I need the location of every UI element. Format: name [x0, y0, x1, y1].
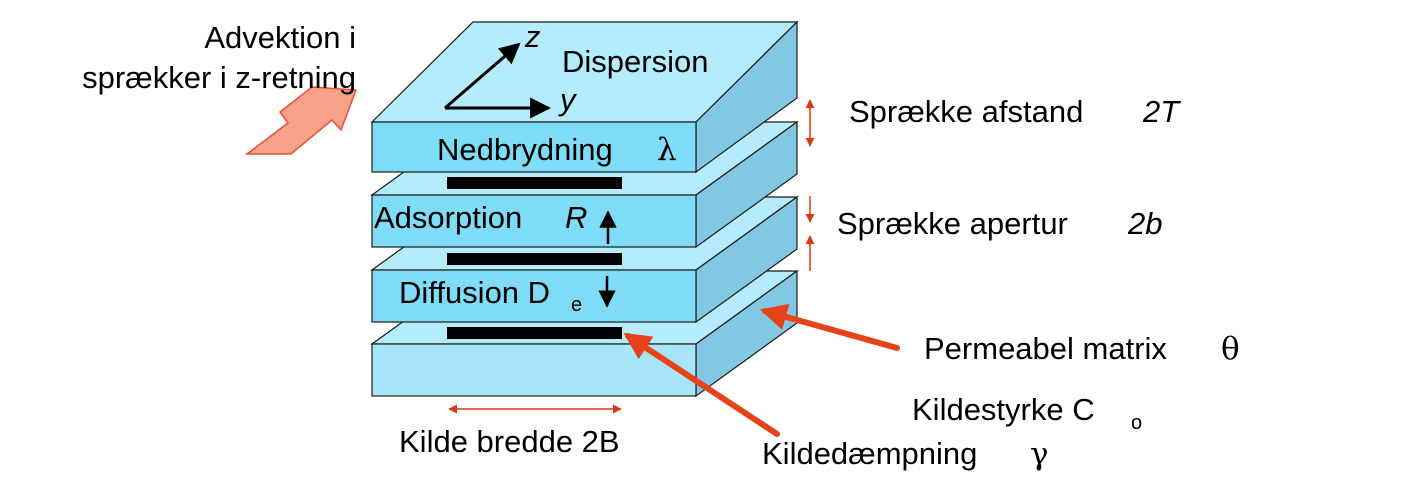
attenuation-pointer-arrow — [623, 333, 780, 437]
axis-z-label: z — [524, 19, 541, 54]
source-attenuation-label: Kildedæmpning — [762, 436, 977, 471]
permeable-matrix-label: Permeabel matrix — [924, 331, 1167, 366]
advection-label-line2: sprækker i z-retning — [82, 60, 356, 95]
source-bar-lower — [447, 327, 622, 339]
matrix-pointer-arrow — [759, 303, 900, 351]
diffusion-subscript: e — [571, 294, 582, 316]
fracture-spacing-symbol: 2T — [1142, 94, 1181, 129]
source-strength-subscript: o — [1131, 412, 1142, 434]
source-bar-middle — [447, 253, 622, 265]
advection-label-line1: Advektion i — [204, 20, 356, 55]
source-bar-upper — [447, 177, 622, 189]
permeable-matrix-symbol: θ — [1221, 331, 1240, 367]
axis-y-label: y — [558, 82, 578, 117]
fracture-aperture-symbol: 2b — [1127, 206, 1162, 241]
diffusion-label: Diffusion D — [399, 275, 550, 310]
dispersion-label: Dispersion — [562, 44, 708, 79]
source-strength-label: Kildestyrke C — [912, 392, 1095, 427]
source-attenuation-symbol: γ — [1030, 436, 1049, 472]
adsorption-symbol: R — [565, 200, 587, 235]
slab-top — [370, 20, 799, 174]
advection-arrow — [244, 86, 358, 155]
degradation-label: Nedbrydning — [437, 132, 613, 167]
fracture-aperture-label: Sprække apertur — [837, 206, 1068, 241]
source-width-label: Kilde bredde 2B — [399, 424, 620, 459]
degradation-symbol: λ — [657, 132, 677, 168]
axis-arrows — [444, 42, 552, 119]
adsorption-label: Adsorption — [374, 200, 522, 235]
fracture-spacing-label: Sprække afstand — [849, 94, 1083, 129]
